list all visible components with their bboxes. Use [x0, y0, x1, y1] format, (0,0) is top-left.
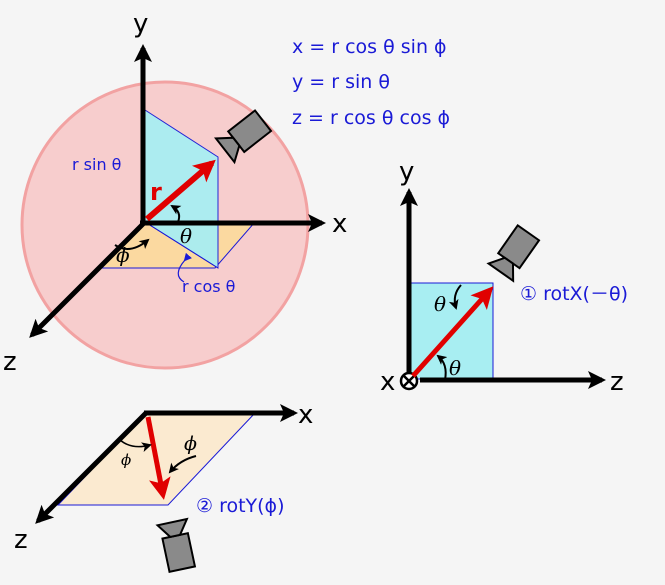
equations: x = r cos θ sin ϕ y = r sin θ z = r cos …: [292, 36, 450, 129]
rotx-y-label: y: [399, 157, 414, 187]
main-3d-diagram: y x z r θ ϕ r sin θ r cos θ: [3, 9, 347, 377]
rotx-diagram: y z x θ θ ① rotX(－θ): [380, 157, 628, 397]
rotx-r-vector: [411, 286, 494, 378]
r-label: r: [150, 178, 162, 206]
r-vector: [145, 159, 216, 222]
r-cos-theta-label: r cos θ: [182, 277, 235, 296]
rotx-x-label: x: [380, 367, 395, 397]
main-phi-label: ϕ: [116, 243, 130, 267]
main-z-label: z: [3, 347, 17, 377]
roty-r-vector: [145, 416, 171, 500]
roty-x-label: x: [298, 400, 313, 430]
rotx-theta-top: θ: [434, 292, 446, 316]
camera-icon: [155, 517, 197, 574]
main-y-label: y: [133, 9, 148, 39]
r-sin-theta-label: r sin θ: [72, 155, 121, 174]
equation-y: y = r sin θ: [292, 71, 390, 93]
rotx-theta-bottom: θ: [449, 356, 461, 380]
main-theta-label: θ: [180, 224, 192, 248]
roty-z-label: z: [14, 525, 28, 555]
rotx-z-label: z: [610, 367, 624, 397]
equation-x: x = r cos θ sin ϕ: [292, 36, 447, 58]
camera-icon: [486, 224, 541, 283]
roty-phi-right: ϕ: [184, 433, 197, 455]
camera-icon: [213, 109, 273, 165]
z-axis: [29, 220, 147, 338]
roty-z-axis: [35, 411, 148, 524]
roty-phi-left: ϕ: [121, 451, 131, 469]
rotx-step-label: ① rotX(－θ): [520, 283, 628, 305]
equation-z: z = r cos θ cos ϕ: [292, 107, 450, 129]
roty-diagram: x z ϕ ϕ ② rotY(ϕ): [14, 400, 313, 574]
roty-step-label: ② rotY(ϕ): [196, 495, 285, 517]
main-x-label: x: [332, 209, 347, 239]
